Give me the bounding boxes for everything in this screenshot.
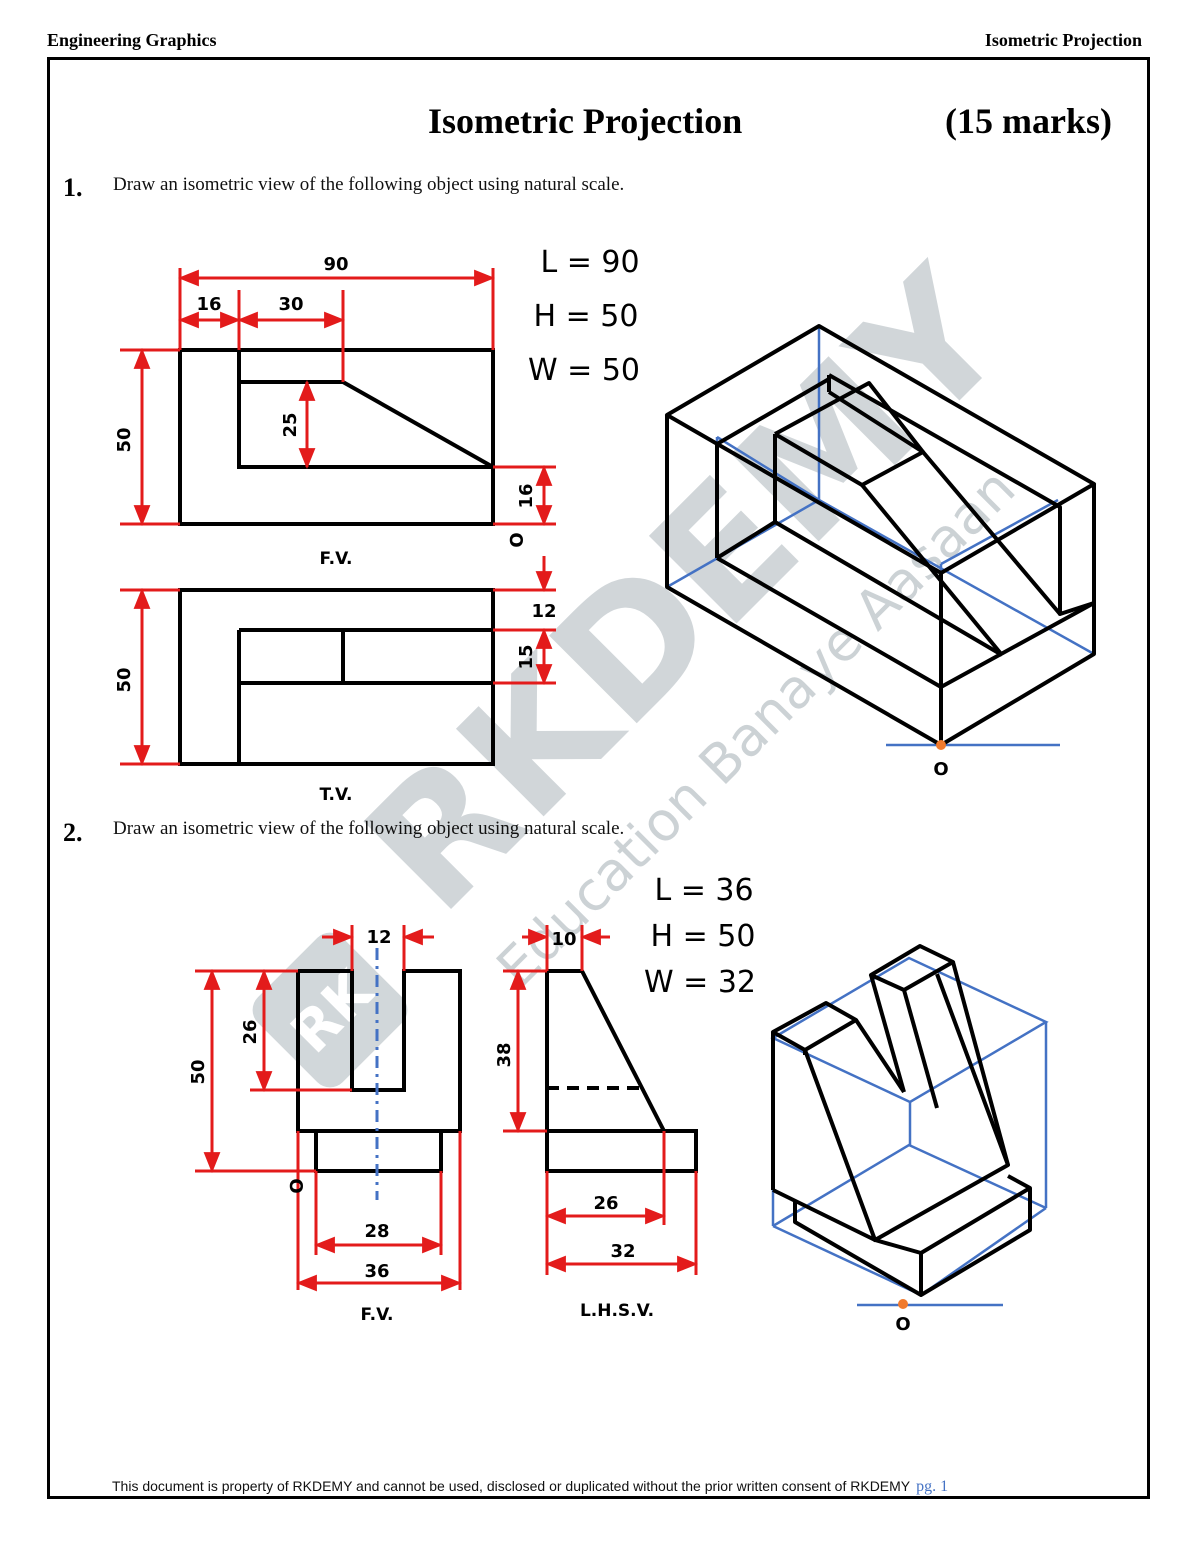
q2-dim-28: 28 xyxy=(364,1221,389,1242)
q1-dim-16: 16 xyxy=(196,294,221,315)
footer: This document is property of RKDEMY and … xyxy=(112,1478,948,1496)
q2-origin-dot xyxy=(898,1299,908,1309)
page-title: Isometric Projection xyxy=(428,101,743,141)
q1-dim-25: 25 xyxy=(280,412,301,437)
q1-front-view-dimensions xyxy=(120,268,556,527)
q1-param-h: H = 50 xyxy=(534,299,639,334)
q1-front-view xyxy=(178,348,495,526)
q1-dim-16-right: 16 xyxy=(516,483,537,508)
q1-top-view-dimensions xyxy=(120,556,556,767)
q2-origin-fv: O xyxy=(285,1178,306,1193)
q1-text: Draw an isometric view of the following … xyxy=(113,174,625,195)
watermark-logo: RK xyxy=(252,932,408,1088)
q1-number: 1. xyxy=(63,173,83,202)
q2-param-w: W = 32 xyxy=(644,965,756,1000)
q2-label-lhsv: L.H.S.V. xyxy=(580,1301,654,1321)
q2-dim-10: 10 xyxy=(551,929,576,950)
q2-dim-26-fv: 26 xyxy=(240,1019,261,1044)
q2-side-view-dimensions xyxy=(503,925,699,1275)
q2-param-l: L = 36 xyxy=(654,873,753,908)
q1-label-fv: F.V. xyxy=(320,549,353,569)
q1-param-w: W = 50 xyxy=(528,353,640,388)
q1-param-l: L = 90 xyxy=(540,245,639,280)
q2-text: Draw an isometric view of the following … xyxy=(113,818,625,839)
q1-dim-50-fv: 50 xyxy=(114,427,135,452)
q2-isometric-view xyxy=(771,944,1032,1297)
q1-dim-90: 90 xyxy=(323,254,348,275)
q1-origin-dot xyxy=(936,740,946,750)
q1-dim-30: 30 xyxy=(278,294,303,315)
q2-dim-12: 12 xyxy=(366,927,391,948)
q1-isometric-view xyxy=(665,324,1096,747)
header-left: Engineering Graphics xyxy=(47,30,217,50)
q2-number: 2. xyxy=(63,818,83,847)
footer-text: This document is property of RKDEMY and … xyxy=(112,1478,911,1494)
q1-origin-fv: O xyxy=(505,532,526,547)
q1-top-view xyxy=(178,588,495,766)
q2-dim-32: 32 xyxy=(610,1241,635,1262)
q2-dim-38: 38 xyxy=(494,1042,515,1067)
marks-label: (15 marks) xyxy=(945,101,1112,141)
q2-front-view-dimensions xyxy=(195,925,463,1292)
q2-dim-50: 50 xyxy=(188,1059,209,1084)
q2-param-h: H = 50 xyxy=(651,919,756,954)
q1-dim-12: 12 xyxy=(531,601,556,622)
q2-label-fv: F.V. xyxy=(361,1305,394,1325)
header-right: Isometric Projection xyxy=(984,30,1142,50)
q1-origin-iso: O xyxy=(933,759,948,780)
q2-side-view xyxy=(545,969,698,1173)
q2-dim-26-side: 26 xyxy=(593,1193,618,1214)
page-number: pg. 1 xyxy=(916,1478,949,1495)
q1-dim-50-tv: 50 xyxy=(114,667,135,692)
q1-label-tv: T.V. xyxy=(320,785,353,805)
q1-dim-15: 15 xyxy=(516,644,537,669)
q2-dim-36: 36 xyxy=(364,1261,389,1282)
page-frame xyxy=(47,57,1150,1499)
q2-origin-iso: O xyxy=(895,1314,910,1335)
